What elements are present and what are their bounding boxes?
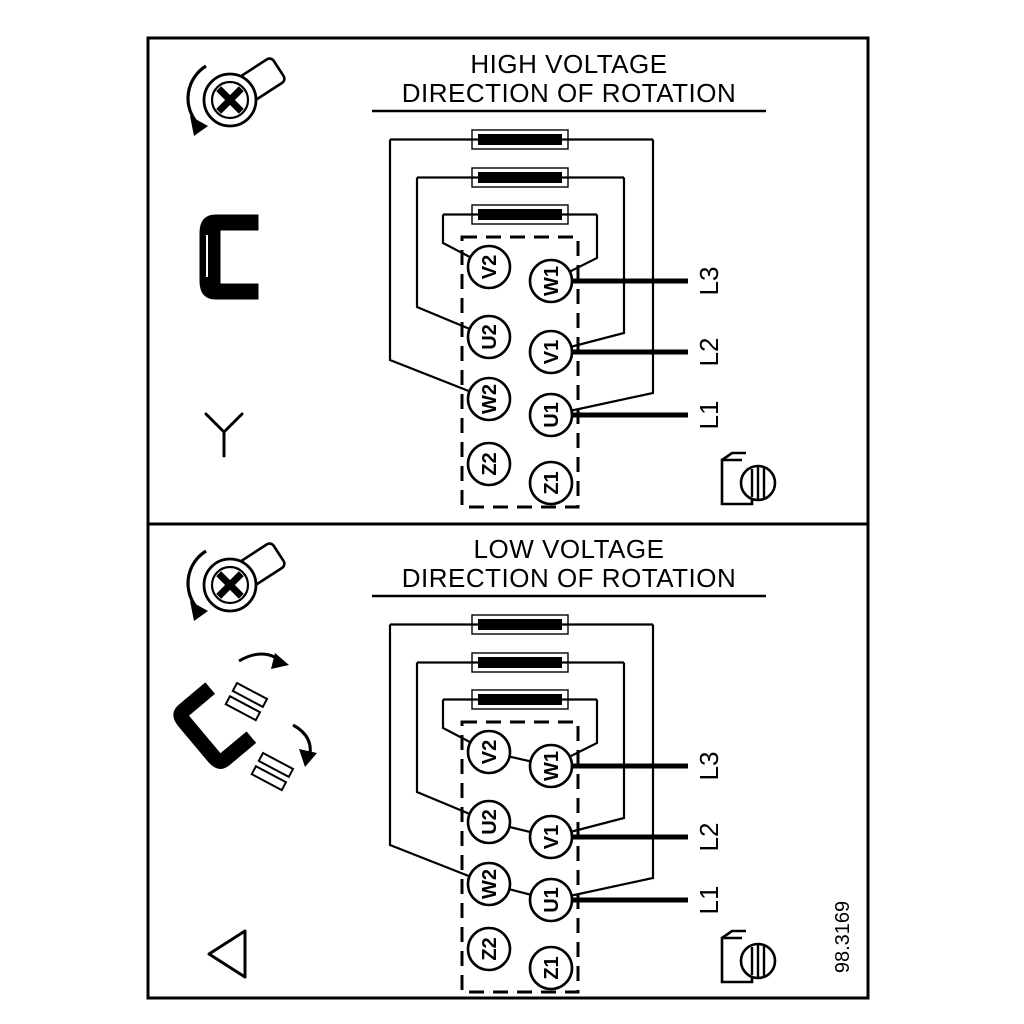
screw-rotation-icon [186, 57, 286, 136]
svg-text:V2: V2 [479, 740, 501, 764]
panel-subtitle: DIRECTION OF ROTATION [402, 78, 737, 108]
screw-rotation-icon [186, 542, 286, 621]
star-symbol [204, 412, 244, 458]
svg-text:V1: V1 [541, 825, 563, 849]
terminal-z2: Z2 [466, 926, 512, 972]
svg-text:U1: U1 [541, 402, 563, 428]
supply-label-l1: L1 [694, 886, 724, 915]
terminal-w2: W2 [466, 861, 512, 907]
terminal-z2: Z2 [466, 441, 512, 487]
supply-lines [572, 763, 688, 903]
star-jumper-bracket-icon [199, 214, 259, 300]
jumper-bars [471, 614, 569, 710]
terminal-z1: Z1 [528, 460, 574, 506]
terminal-v1: V1 [528, 329, 574, 375]
terminal-board-outline [460, 235, 580, 509]
diagram-frame [146, 36, 870, 1000]
terminal-z1: Z1 [528, 945, 574, 991]
delta-symbol [207, 929, 247, 979]
terminal-w1: W1 [528, 743, 574, 789]
panel-title: LOW VOLTAGE [474, 534, 665, 564]
svg-text:W1: W1 [541, 266, 563, 296]
supply-label-l2: L2 [694, 338, 724, 367]
supply-label-l3: L3 [694, 752, 724, 781]
supply-label-l2: L2 [694, 823, 724, 852]
svg-text:W1: W1 [541, 751, 563, 781]
terminal-u1: U1 [528, 392, 574, 438]
svg-text:U1: U1 [541, 887, 563, 913]
panel-subtitle: DIRECTION OF ROTATION [402, 563, 737, 593]
svg-text:Z1: Z1 [541, 956, 563, 979]
terminal-v1: V1 [528, 814, 574, 860]
svg-text:V1: V1 [541, 340, 563, 364]
panel-title: HIGH VOLTAGE [470, 49, 667, 79]
supply-label-l1: L1 [694, 401, 724, 430]
winding-jumper-wires [388, 623, 655, 902]
svg-text:U2: U2 [479, 324, 501, 350]
svg-text:V2: V2 [479, 255, 501, 279]
svg-text:W2: W2 [479, 869, 501, 899]
terminal-board-outline [460, 720, 580, 994]
viewing-direction-icon [720, 451, 777, 506]
jumper-repositioning-icon [173, 652, 317, 792]
panel-high-voltage: HIGH VOLTAGE DIRECTION OF ROTATION [186, 49, 777, 509]
terminal-w2: W2 [466, 376, 512, 422]
supply-lines [572, 278, 688, 418]
svg-text:W2: W2 [479, 384, 501, 414]
svg-text:Z1: Z1 [541, 471, 563, 494]
terminal-u2: U2 [466, 799, 512, 845]
panel-low-voltage: LOW VOLTAGE DIRECTION OF ROTATION [173, 534, 777, 994]
winding-jumper-wires [388, 138, 655, 417]
terminal-u1: U1 [528, 877, 574, 923]
figure-number: 98.3169 [832, 901, 854, 973]
terminal-u2: U2 [466, 314, 512, 360]
svg-text:Z2: Z2 [479, 937, 501, 960]
svg-text:U2: U2 [479, 809, 501, 835]
viewing-direction-icon [720, 929, 777, 984]
terminal-w1: W1 [528, 258, 574, 304]
svg-text:Z2: Z2 [479, 452, 501, 475]
terminal-v2: V2 [466, 729, 512, 775]
terminal-v2: V2 [466, 244, 512, 290]
jumper-bars [471, 129, 569, 225]
supply-label-l3: L3 [694, 267, 724, 296]
